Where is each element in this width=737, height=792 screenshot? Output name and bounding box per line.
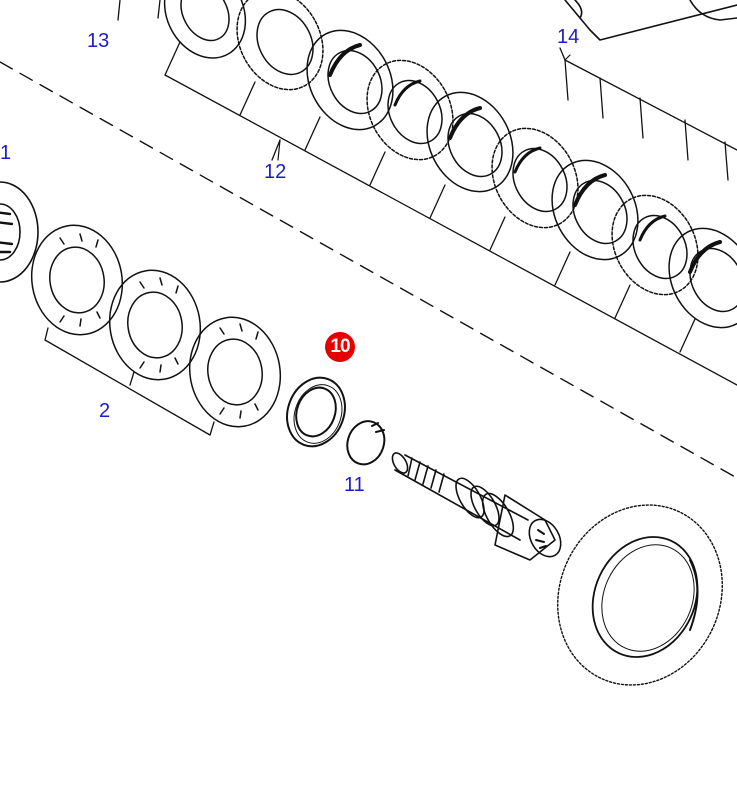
part-2-plates	[30, 224, 282, 428]
callout-11[interactable]: 11	[344, 474, 365, 496]
callout-12[interactable]: 12	[264, 161, 287, 183]
bracket-14	[559, 47, 737, 181]
assembly-axis-line	[0, 61, 737, 479]
callout-14[interactable]: 14	[557, 26, 580, 48]
bracket-13	[117, 0, 161, 21]
callout-13[interactable]: 13	[87, 30, 110, 52]
part-11-snap-ring	[346, 420, 386, 466]
housing-fragment	[564, 0, 737, 41]
part-10-ring	[286, 376, 346, 448]
callout-10-selected[interactable]: 10	[325, 332, 355, 362]
bracket-2	[44, 327, 215, 436]
callout-2[interactable]: 2	[99, 400, 111, 422]
callout-1[interactable]: 1	[0, 142, 12, 164]
part-1-disc	[0, 181, 39, 283]
large-seal	[557, 504, 723, 686]
shaft	[391, 452, 562, 561]
leader-lines	[277, 54, 571, 161]
clutch-disc-pack	[163, 0, 737, 329]
bracket-12	[164, 41, 737, 386]
